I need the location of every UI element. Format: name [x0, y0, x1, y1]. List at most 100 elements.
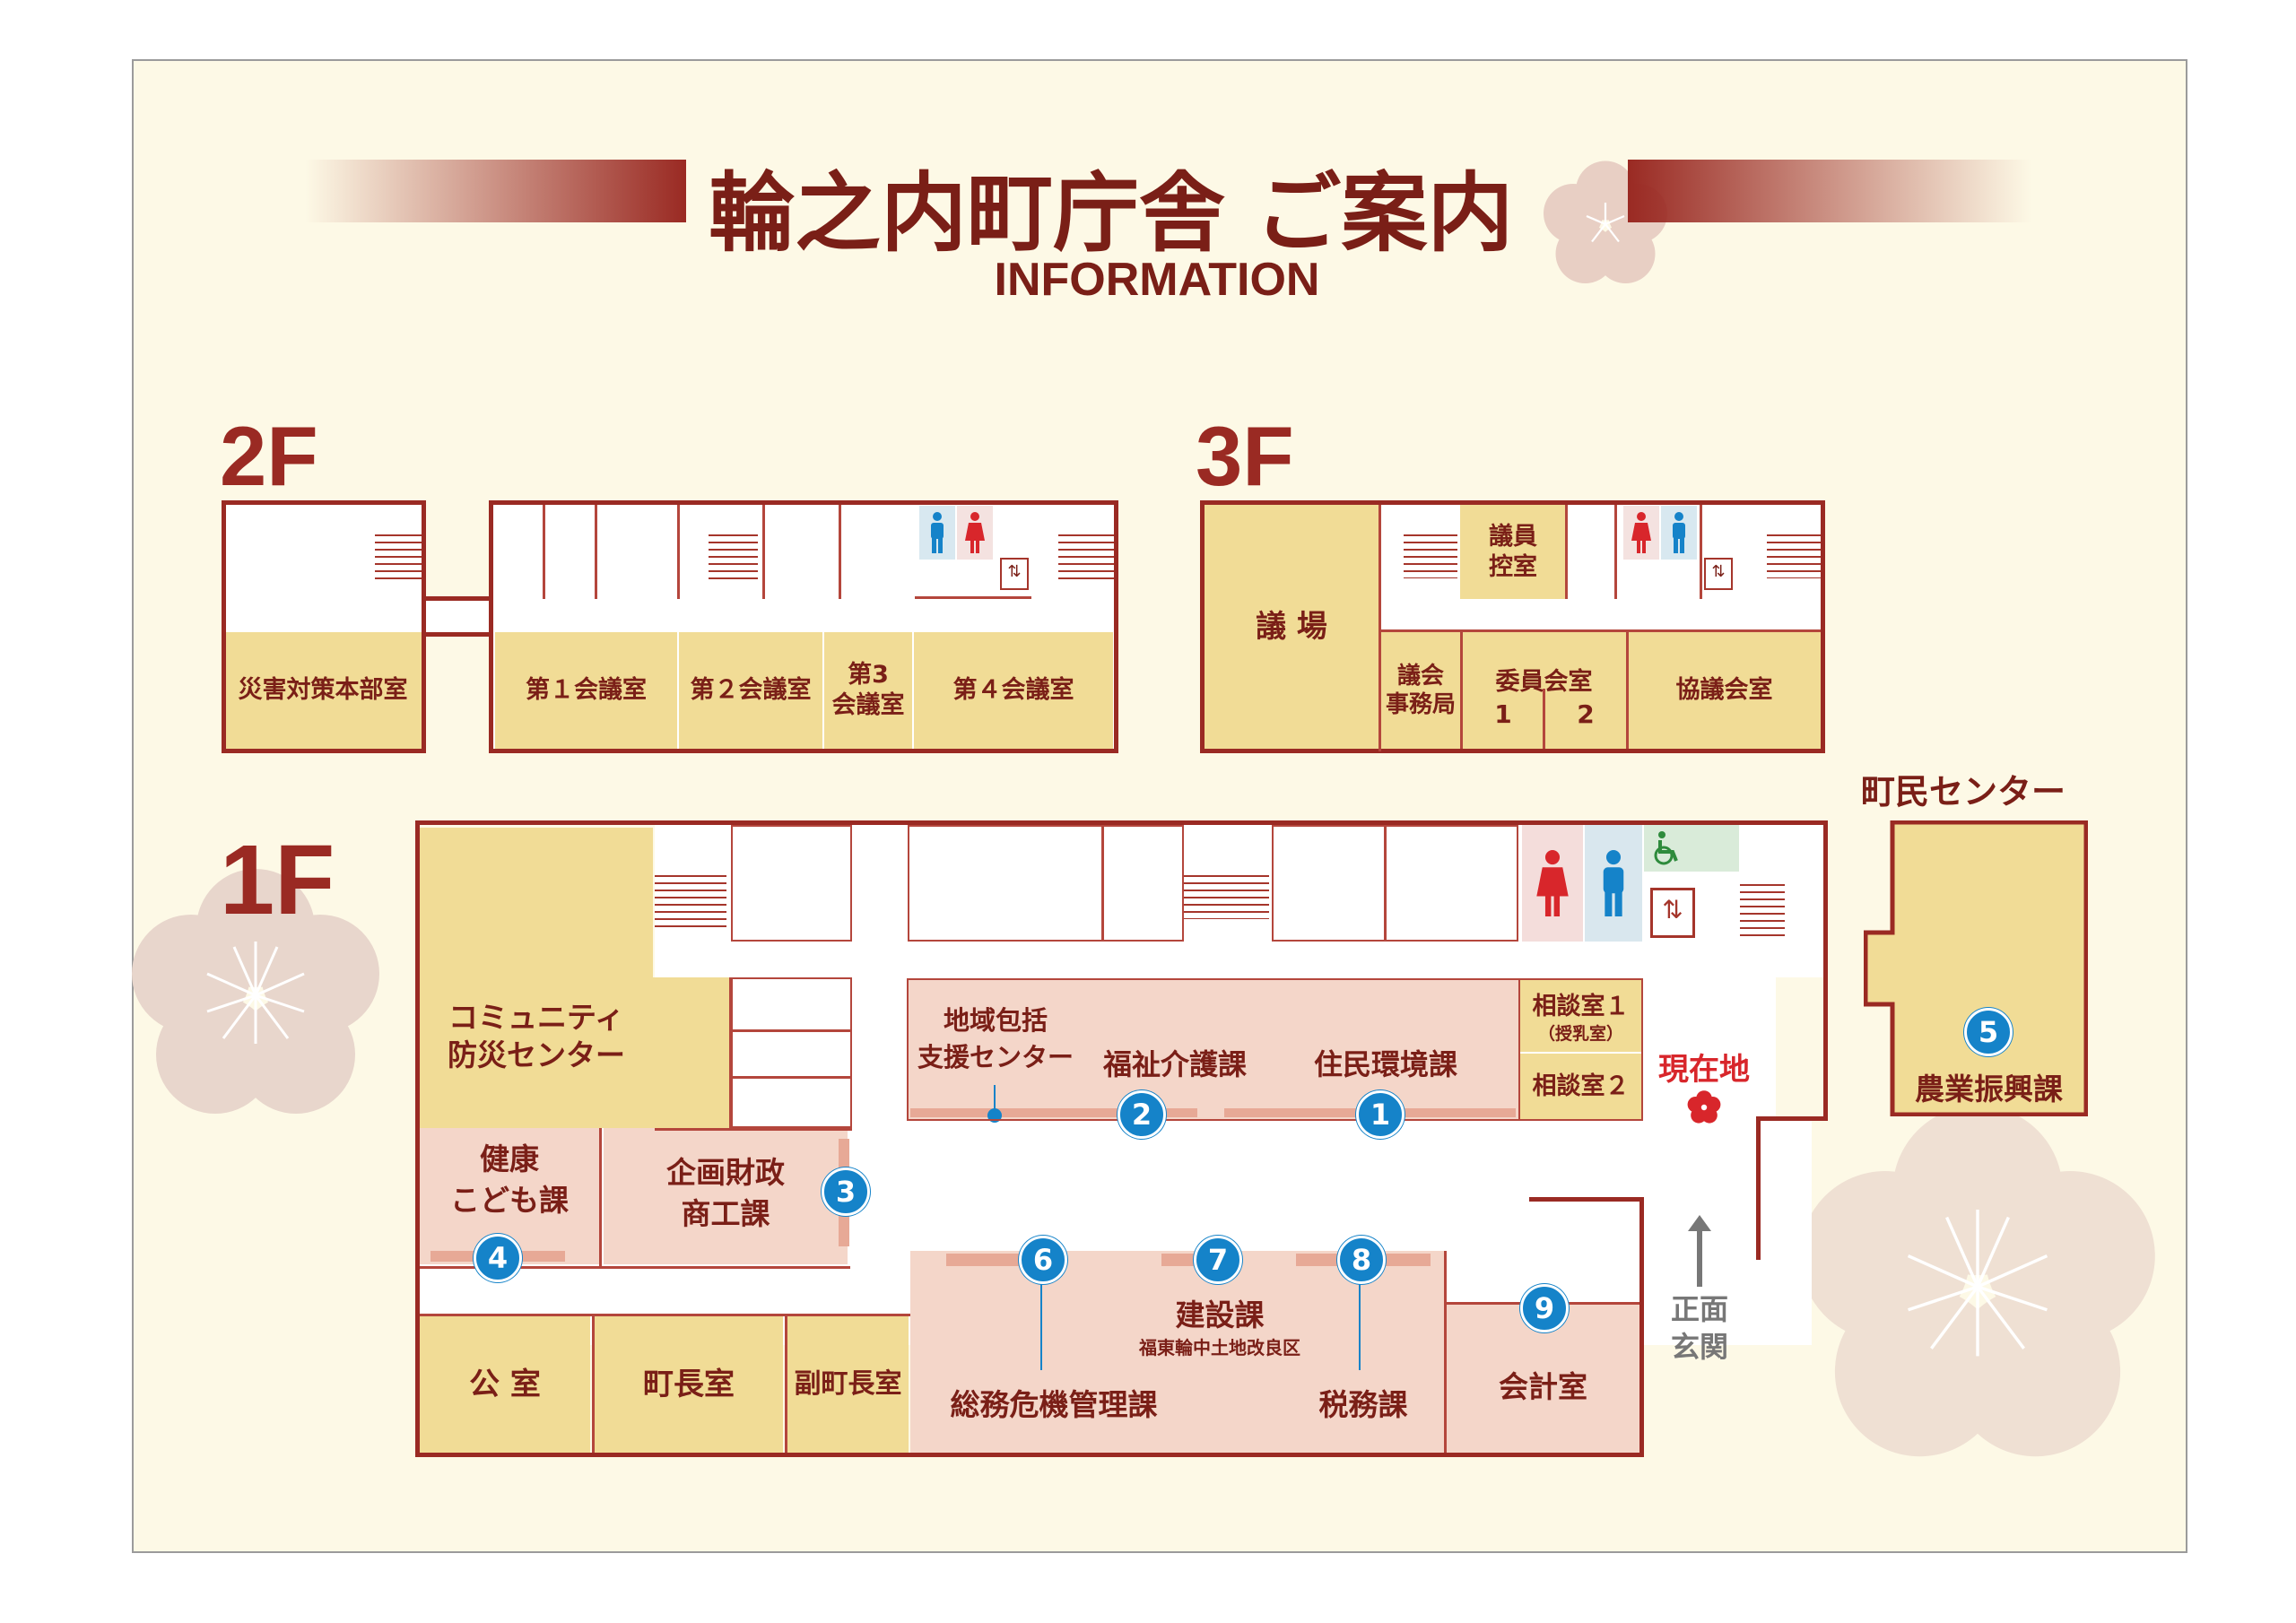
- female-restroom-icon: [1623, 506, 1659, 560]
- room-council-meeting: 協議会室: [1628, 632, 1821, 749]
- badge-3: 3: [822, 1167, 870, 1216]
- leader-line: [1359, 1280, 1361, 1370]
- room-public: 公 室: [420, 1316, 590, 1453]
- wall: [592, 1316, 595, 1453]
- room-mayor: 町長室: [595, 1316, 783, 1453]
- room-consultation-outline: [1518, 978, 1643, 1121]
- floor-2f-right-outline: [489, 500, 1118, 753]
- town-center-label: 町民センター: [1861, 772, 2066, 812]
- room-welfare-care: 福祉介護課: [1102, 1047, 1247, 1081]
- floor-label-2f: 2F: [220, 409, 318, 503]
- room-central-block: [909, 980, 1518, 1119]
- stairs-icon: [655, 870, 726, 933]
- room-consultation-2: 相談室２: [1520, 1054, 1641, 1119]
- current-location-label: 現在地: [1658, 1052, 1750, 1088]
- room-consultation-1: [1520, 980, 1641, 1052]
- wall-1f-top: [415, 820, 1828, 825]
- wall: [1614, 505, 1617, 599]
- wall: [599, 1128, 602, 1267]
- page-subtitle: INFORMATION: [994, 254, 1320, 306]
- counter: [910, 1108, 1197, 1117]
- room-white: [731, 825, 852, 942]
- wheelchair-icon: [1644, 825, 1739, 872]
- elevator-icon: ⇅: [1000, 558, 1029, 590]
- leader-line: [1040, 1280, 1042, 1370]
- wall: [417, 1314, 910, 1316]
- room-residents-environment: 住民環境課: [1313, 1047, 1457, 1081]
- floor-label-1f: 1F: [220, 825, 335, 935]
- wall: [1101, 825, 1104, 942]
- room-planning-finance-label: 企画財政 商工課: [666, 1155, 785, 1232]
- main-entrance-label: 正面 玄関: [1670, 1292, 1728, 1364]
- room-regional-support-center: 地域包括 支援センター: [917, 1005, 1074, 1072]
- title-bar-left: [305, 160, 686, 222]
- counter: [946, 1254, 1036, 1266]
- room-nursing-label: （授乳室）: [1537, 1024, 1623, 1044]
- current-location-icon: [1687, 1090, 1721, 1124]
- wall-1f-bottom: [415, 1453, 1644, 1457]
- room-conference-2: 第２会議室: [679, 632, 822, 749]
- room-general-affairs: 総務危機管理課: [950, 1387, 1158, 1422]
- floor-3f-outline: [1200, 500, 1825, 753]
- up-arrow-icon: [1688, 1215, 1711, 1287]
- elevator-icon: ⇅: [1650, 888, 1695, 938]
- room-lower-block: [910, 1251, 1444, 1453]
- male-restroom-icon: [1585, 825, 1642, 942]
- room-community-disaster-center: コミュニティ 防災センター: [420, 828, 653, 1128]
- wall: [915, 596, 1031, 599]
- stairs-icon: [375, 529, 422, 583]
- wall: [729, 977, 732, 1128]
- title-bar-right: [1628, 160, 2031, 222]
- room-conference-1: 第１会議室: [495, 632, 677, 749]
- floor-2f-left-outline: [222, 500, 426, 753]
- wall: [1700, 505, 1702, 599]
- room-planning-finance: [604, 1128, 848, 1264]
- room-conference-4: 第４会議室: [914, 632, 1113, 749]
- page-title: 輪之内町庁舎 ご案内: [709, 163, 1514, 264]
- badge-2: 2: [1118, 1090, 1166, 1139]
- wall: [543, 505, 545, 599]
- room-white: [731, 977, 852, 1128]
- male-restroom-icon: [1661, 506, 1697, 560]
- room-assembly-hall: 議 場: [1205, 505, 1378, 749]
- room-consultation-1-label: 相談室１: [1532, 993, 1630, 1020]
- wall-1f-right-step-down: [1756, 1116, 1761, 1260]
- wall: [1565, 505, 1568, 599]
- wall: [1460, 632, 1463, 749]
- room-white: [1272, 825, 1518, 942]
- wall: [655, 1128, 852, 1131]
- badge-5: 5: [1964, 1008, 2013, 1056]
- stairs-icon: [1740, 879, 1785, 942]
- wall: [785, 1316, 787, 1453]
- room-members-waiting: 議員 控室: [1460, 505, 1566, 599]
- wall: [1381, 629, 1821, 632]
- wall: [595, 505, 597, 599]
- leader-line: [994, 1085, 996, 1110]
- badge-9: 9: [1520, 1284, 1569, 1332]
- wall: [1378, 505, 1381, 751]
- stairs-icon: [1767, 529, 1821, 578]
- room-white: [908, 825, 1184, 942]
- elevator-icon: ⇅: [1704, 558, 1733, 590]
- floor-2f-connector: [424, 599, 492, 635]
- stairs-icon: [1184, 870, 1269, 919]
- male-restroom-icon: [919, 506, 955, 560]
- room-disaster-hq: 災害対策本部室: [224, 632, 422, 749]
- room-accounting-label: 会計室: [1499, 1369, 1587, 1404]
- female-restroom-icon: [957, 506, 993, 560]
- wall: [1444, 1251, 1447, 1453]
- plum-blossom-icon: [132, 869, 379, 1114]
- badge-6: 6: [1019, 1236, 1067, 1284]
- stairs-icon: [709, 529, 758, 579]
- wall-1f-notch: [1529, 1197, 1644, 1202]
- wall: [762, 505, 765, 599]
- room-conference-3: 第3 会議室: [824, 632, 912, 749]
- room-vice-mayor: 副町長室: [787, 1316, 909, 1453]
- badge-4: 4: [474, 1234, 522, 1282]
- room-health-children-label: 健康 こども課: [450, 1141, 569, 1219]
- plum-blossom-icon: [1800, 1105, 2155, 1457]
- wall: [677, 505, 680, 599]
- wall: [731, 1076, 852, 1079]
- badge-8: 8: [1337, 1236, 1386, 1284]
- floor-label-3f: 3F: [1196, 409, 1294, 503]
